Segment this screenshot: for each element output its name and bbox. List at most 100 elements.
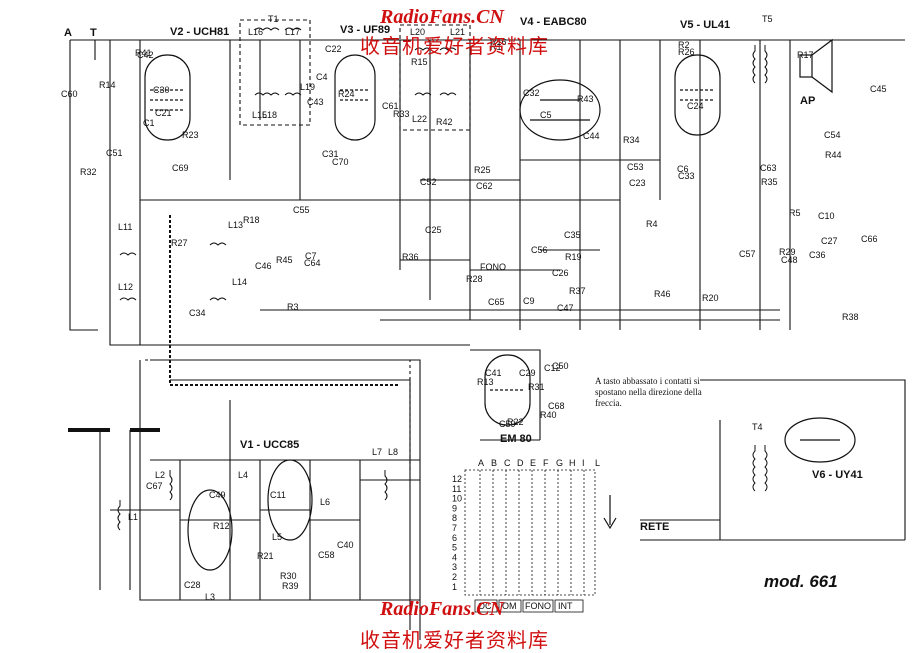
component-label-c58: C58 [318, 550, 335, 560]
component-label-r36: R36 [402, 252, 419, 262]
component-label-r39: R39 [282, 581, 299, 591]
tube-em80 [484, 354, 531, 426]
component-label-c28: C28 [184, 580, 201, 590]
component-label-r38: R38 [842, 312, 859, 322]
component-label-c51: C51 [106, 148, 123, 158]
terminal-fono: FONO [480, 262, 506, 272]
matrix-col-a: A [478, 458, 484, 468]
component-label-r26: R26 [678, 47, 695, 57]
coil-label-l1: L1 [128, 512, 138, 522]
component-label-r19: R19 [565, 252, 582, 262]
component-label-c36: C36 [809, 250, 826, 260]
component-label-c69: C69 [172, 163, 189, 173]
component-label-c11: C11 [270, 490, 286, 500]
component-label-r28: R28 [466, 274, 483, 284]
component-label-c12: C12 [544, 363, 561, 373]
watermark-top-en: RadioFans.CN [380, 6, 504, 28]
component-label-r35: R35 [761, 177, 778, 187]
component-label-c32: C32 [523, 88, 540, 98]
component-label-c46: C46 [255, 261, 272, 271]
tube-v6 [784, 417, 856, 463]
matrix-row-8: 8 [452, 513, 457, 523]
coil-label-t1: T1 [268, 14, 279, 24]
component-label-c49: C49 [209, 490, 226, 500]
component-label-r22: R22 [507, 417, 524, 427]
component-label-r18: R18 [243, 215, 260, 225]
component-label-r45: R45 [276, 255, 293, 265]
component-label-c53: C53 [627, 162, 644, 172]
component-label-r43: R43 [577, 94, 594, 104]
matrix-row-3: 3 [452, 562, 457, 572]
tube-label-em80: EM 80 [500, 433, 532, 445]
component-label-c40: C40 [337, 540, 354, 550]
component-label-r15: R15 [411, 57, 428, 67]
component-label-c45: C45 [870, 84, 887, 94]
matrix-row-6: 6 [452, 533, 457, 543]
matrix-col-l: L [595, 458, 600, 468]
matrix-button-fono: FONO [525, 601, 551, 611]
coil-label-l12: L12 [118, 282, 133, 292]
matrix-row-9: 9 [452, 503, 457, 513]
component-label-c59: C59 [499, 419, 516, 429]
matrix-col-e: E [530, 458, 536, 468]
coil-label-l13: L13 [228, 220, 243, 230]
matrix-button-om: OM [502, 601, 517, 611]
tube-label-v5: V5 - UL41 [680, 19, 730, 31]
component-label-c48: C48 [781, 255, 798, 265]
component-label-r33: R33 [393, 109, 410, 119]
component-label-r29: R29 [779, 247, 796, 257]
terminal-rete: RETE [640, 521, 669, 533]
coil-label-l8: L8 [388, 447, 398, 457]
component-label-c26: C26 [552, 268, 569, 278]
component-label-r3: R3 [287, 302, 299, 312]
component-label-c4: C4 [316, 72, 328, 82]
terminal-a: A [64, 27, 72, 39]
component-label-c52: C52 [420, 177, 437, 187]
component-label-c47: C47 [557, 303, 574, 313]
component-label-c41: C41 [485, 368, 502, 378]
component-label-c34: C34 [189, 308, 206, 318]
component-label-c30: C30 [153, 85, 170, 95]
matrix-row-12: 12 [452, 474, 462, 484]
component-label-r1: R1 [490, 42, 502, 52]
coil-label-l7: L7 [372, 447, 382, 457]
switch-matrix [464, 469, 596, 613]
matrix-row-7: 7 [452, 523, 457, 533]
component-label-r46: R46 [654, 289, 671, 299]
matrix-col-g: G [556, 458, 563, 468]
component-label-r32: R32 [80, 167, 97, 177]
coil-label-l17: L17 [285, 27, 300, 37]
coil-label-l19: L19 [300, 82, 315, 92]
coil-label-l14: L14 [232, 277, 247, 287]
component-label-c63: C63 [760, 163, 777, 173]
component-label-r37: R37 [569, 286, 586, 296]
arrow-down-icon [603, 495, 617, 530]
watermark-bottom-cn: 收音机爱好者资料库 [360, 630, 549, 652]
component-label-c25: C25 [425, 225, 442, 235]
tube-v4 [519, 79, 601, 141]
component-label-c24: C24 [687, 101, 704, 111]
component-label-r2: R2 [678, 40, 690, 50]
component-label-c23: C23 [629, 178, 646, 188]
component-label-c67: C67 [146, 481, 163, 491]
component-label-r17: R17 [797, 50, 814, 60]
component-label-c33: C33 [678, 171, 695, 181]
component-label-c35: C35 [564, 230, 581, 240]
component-label-c7: C7 [305, 251, 317, 261]
component-label-r16: R16 [490, 37, 507, 47]
tube-v5 [674, 54, 721, 136]
component-label-r12: R12 [213, 521, 230, 531]
component-label-c44: C44 [583, 131, 600, 141]
component-label-c42: C42 [137, 50, 154, 60]
matrix-col-d: D [517, 458, 524, 468]
component-label-c62: C62 [476, 181, 493, 191]
component-label-c65: C65 [488, 297, 505, 307]
matrix-button-oc: OC [478, 601, 492, 611]
model-label: mod. 661 [764, 572, 838, 591]
matrix-col-c: C [504, 458, 511, 468]
tube-label-v2: V2 - UCH81 [170, 26, 229, 38]
component-label-r40: R40 [540, 410, 557, 420]
coil-label-l3: L3 [205, 592, 215, 602]
matrix-row-10: 10 [452, 494, 462, 504]
